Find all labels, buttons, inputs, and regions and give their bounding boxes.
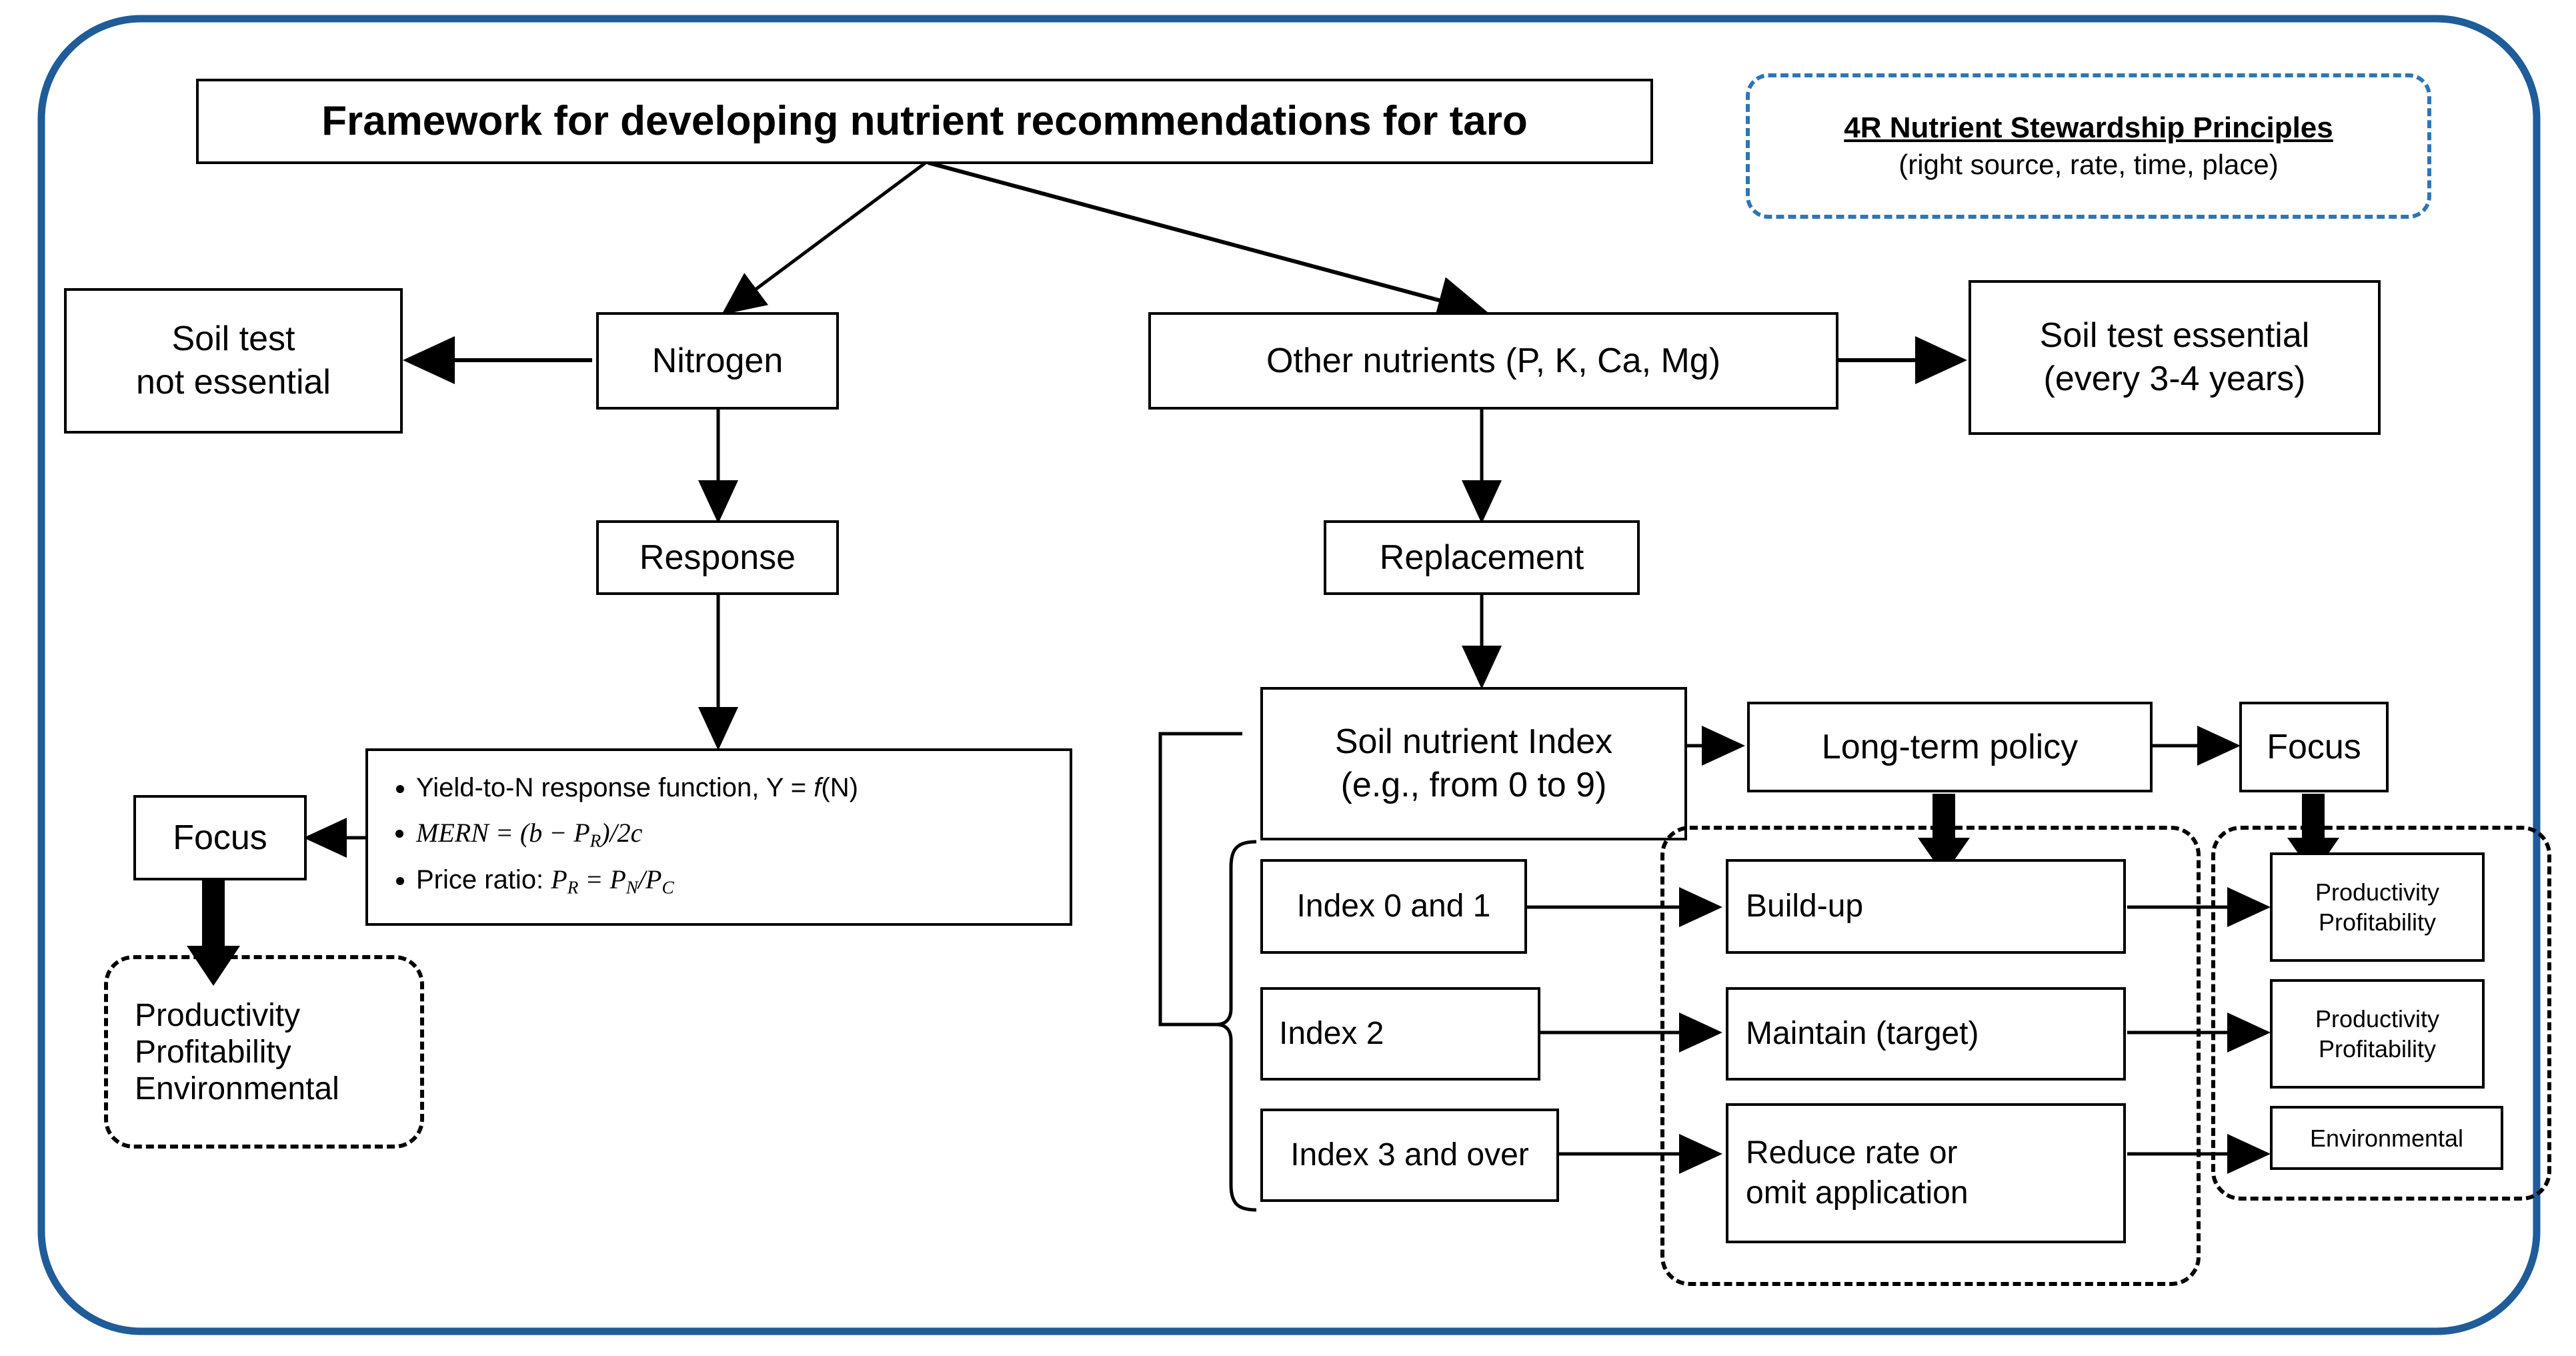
bracket-index-group [1158,732,1242,1027]
node-label: Maintain (target) [1746,1016,1979,1051]
node-nitrogen: Nitrogen [596,312,839,410]
node-soil-test-not-essential: Soil test not essential [64,288,403,434]
legend-4r-subtext: (right source, rate, time, place) [1898,149,2279,180]
node-focus-right: Focus [2239,702,2389,792]
node-label: Soil test not essential [136,319,331,402]
node-build-up: Build-up [1726,859,2126,954]
node-label: Focus [173,818,267,857]
page-title: Framework for developing nutrient recomm… [321,98,1528,145]
node-label: Productivity Profitability [2315,1005,2440,1063]
node-label: Replacement [1379,538,1584,577]
node-long-term-policy: Long-term policy [1747,702,2153,792]
node-label: Productivity Profitability Environmental [135,997,339,1107]
node-soil-nutrient-index: Soil nutrient Index (e.g., from 0 to 9) [1260,687,1687,840]
node-soil-test-essential: Soil test essential (every 3-4 years) [1969,280,2381,435]
node-label: Response [639,538,796,577]
node-index-0-and-1: Index 0 and 1 [1260,859,1527,954]
f-symbol: f [814,773,822,802]
node-label: Other nutrients (P, K, Ca, Mg) [1266,341,1721,380]
page-title-box: Framework for developing nutrient recomm… [196,79,1653,164]
actions-dashed-group-box [1660,826,2201,1286]
node-other-nutrients: Other nutrients (P, K, Ca, Mg) [1148,312,1838,410]
node-label: Focus [2267,727,2361,766]
node-reduce-rate-or-omit: Reduce rate or omit application [1726,1103,2126,1243]
node-label: Index 0 and 1 [1296,888,1491,924]
formula-bullet-yield-response: Yield-to-N response function, Y = f(N) [416,767,1052,808]
node-label: Nitrogen [652,341,784,380]
node-label: Long-term policy [1821,727,2079,766]
arrow-title-to-other-nutrients [928,161,1490,324]
nitrogen-response-formulas-box: Yield-to-N response function, Y = f(N) M… [365,748,1072,926]
node-label: Reduce rate or omit application [1746,1135,1969,1211]
outer-container-border [37,15,2541,1335]
node-outcome-productivity-profitability-1: Productivity Profitability [2270,852,2485,962]
arrow-title-to-nitrogen [721,161,927,315]
outcomes-right-dashed-group-box [2211,826,2551,1201]
node-response: Response [596,520,839,595]
node-label: Environmental [2309,1124,2464,1152]
block-arrow-longterm-policy-down [1918,794,1970,875]
node-label: Productivity Profitability [2315,878,2440,936]
formula-bullet-mern: MERN = (b − PR)/2c [416,812,1052,855]
node-label: Index 3 and over [1290,1137,1529,1173]
node-outcome-environmental: Environmental [2270,1106,2503,1170]
node-replacement: Replacement [1324,520,1640,595]
node-label: Soil test essential (every 3-4 years) [2039,316,2310,398]
node-index-3-and-over: Index 3 and over [1260,1109,1559,1202]
formula-bullet-price-ratio: Price ratio: PR = PN/PC [416,859,1052,902]
curly-brace-index-rows [1216,840,1257,1212]
legend-4r-box: 4R Nutrient Stewardship Principles (righ… [1746,73,2431,219]
node-outcome-productivity-profitability-2: Productivity Profitability [2270,979,2485,1089]
outcomes-left-text: Productivity Profitability Environmental [124,962,411,1142]
outcomes-left-dashed-box [104,955,424,1149]
node-label: Build-up [1746,888,1864,924]
legend-4r-heading: 4R Nutrient Stewardship Principles [1844,111,2333,144]
node-focus-left: Focus [133,795,307,880]
node-index-2: Index 2 [1260,987,1540,1081]
node-label: Index 2 [1279,1016,1384,1051]
node-label: Soil nutrient Index (e.g., from 0 to 9) [1334,722,1613,804]
node-maintain-target: Maintain (target) [1726,987,2126,1081]
